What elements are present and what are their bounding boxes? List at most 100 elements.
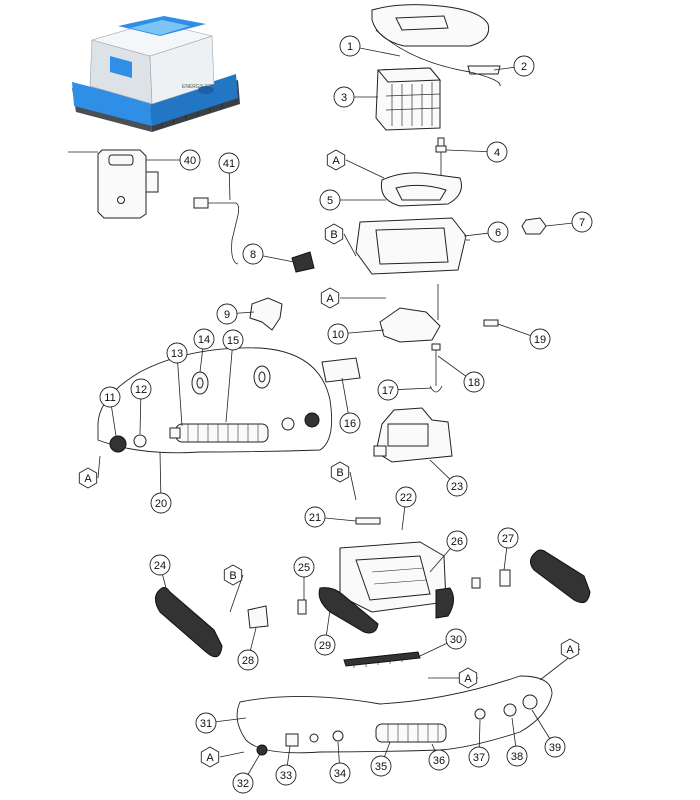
fastener-marker-b: B — [330, 461, 357, 501]
leader-line — [324, 517, 357, 522]
hex-shape — [326, 149, 346, 171]
callout-circle — [327, 323, 349, 345]
fastener-marker-a: A — [320, 287, 386, 309]
left-track-belt-part — [155, 587, 223, 658]
leader-line — [401, 506, 406, 531]
callout-number: 12 — [135, 384, 147, 396]
leader-line — [337, 741, 340, 764]
callout-circle — [193, 328, 215, 350]
callout-number: 3 — [341, 92, 347, 104]
part-callout-19: 19 — [497, 323, 551, 350]
leader-line — [445, 149, 488, 153]
motor-mount-part — [379, 284, 441, 343]
callout-number: 20 — [155, 498, 167, 510]
callout-circle — [99, 386, 121, 408]
hex-letter: A — [464, 673, 472, 685]
bracket-parts — [247, 599, 307, 629]
callout-number: 21 — [309, 512, 321, 524]
part-callout-38: 38 — [506, 717, 528, 767]
callout-number: 1 — [347, 41, 353, 53]
part-callout-4: 4 — [445, 141, 508, 163]
nut-part — [521, 217, 547, 235]
hex-letter: A — [332, 155, 340, 167]
part-callout-34: 34 — [329, 741, 351, 784]
part-callout-11: 11 — [99, 386, 121, 437]
connector-part — [291, 251, 315, 273]
callout-circle — [428, 749, 450, 771]
part-callout-13: 13 — [166, 342, 188, 427]
hex-shape — [200, 746, 220, 768]
callout-number: 11 — [104, 392, 115, 404]
hex-shape — [78, 467, 98, 489]
part-callout-32: 32 — [232, 753, 261, 794]
motor-unit-part — [373, 407, 453, 463]
callout-number: 9 — [224, 309, 230, 321]
part-callout-9: 9 — [216, 303, 255, 325]
callout-circle — [293, 556, 315, 578]
part-callout-1: 1 — [339, 35, 401, 57]
callout-circle — [195, 712, 217, 734]
pump-cover-part — [380, 172, 462, 207]
callout-circle — [571, 211, 593, 233]
leader-line — [503, 547, 508, 571]
callout-number: 6 — [495, 227, 501, 239]
callout-circle — [179, 149, 201, 171]
hex-letter: A — [206, 752, 214, 764]
callout-number: 7 — [579, 217, 585, 229]
callout-number: 15 — [227, 335, 239, 347]
leader-line — [225, 349, 233, 423]
leader-line — [347, 329, 385, 334]
part-callout-14: 14 — [193, 328, 215, 373]
callout-number: 26 — [451, 536, 463, 548]
callout-number: 8 — [250, 249, 256, 261]
leader-line — [97, 455, 101, 479]
leader-line — [326, 609, 331, 636]
hex-shape — [223, 564, 243, 586]
callout-circle — [149, 554, 171, 576]
callout-number: 41 — [223, 158, 235, 170]
callout-circle — [232, 772, 254, 794]
fastener-marker-a: A — [78, 455, 101, 489]
callout-circle — [166, 342, 188, 364]
hex-letter: A — [84, 473, 92, 485]
part-callout-27: 27 — [497, 527, 519, 571]
callout-circle — [275, 764, 297, 786]
leader-line — [236, 311, 255, 314]
callout-circle — [544, 736, 566, 758]
part-callout-12: 12 — [130, 378, 152, 435]
callout-circle — [497, 527, 519, 549]
callout-number: 37 — [473, 752, 485, 764]
filter-panel-part — [321, 357, 361, 383]
callout-circle — [150, 492, 172, 514]
hex-shape — [324, 223, 344, 245]
callout-circle — [377, 379, 399, 401]
callout-circle — [339, 35, 361, 57]
leader-line — [345, 159, 385, 179]
hex-letter: A — [566, 644, 574, 656]
callout-number: 4 — [494, 147, 500, 159]
callout-number: 29 — [319, 640, 331, 652]
leader-line — [343, 233, 357, 257]
handle-frame-part — [355, 217, 470, 275]
callout-number: 17 — [382, 385, 394, 397]
callout-circle — [304, 506, 326, 528]
front-brush-group — [97, 347, 333, 454]
callout-circle — [222, 329, 244, 351]
leader-line — [463, 232, 489, 237]
part-callout-7: 7 — [545, 211, 593, 233]
part-callout-21: 21 — [304, 506, 357, 528]
leader-line — [199, 348, 204, 373]
callout-number: 14 — [198, 334, 210, 346]
leader-line — [545, 222, 573, 227]
part-callout-5: 5 — [319, 189, 386, 211]
part-callout-24: 24 — [149, 554, 171, 589]
callout-circle — [487, 221, 509, 243]
leader-line — [219, 751, 245, 758]
callout-number: 23 — [451, 481, 463, 493]
leader-line — [531, 709, 551, 739]
callout-circle — [513, 55, 535, 77]
callout-number: 27 — [502, 533, 514, 545]
callout-circle — [446, 475, 468, 497]
leader-line — [478, 719, 481, 748]
